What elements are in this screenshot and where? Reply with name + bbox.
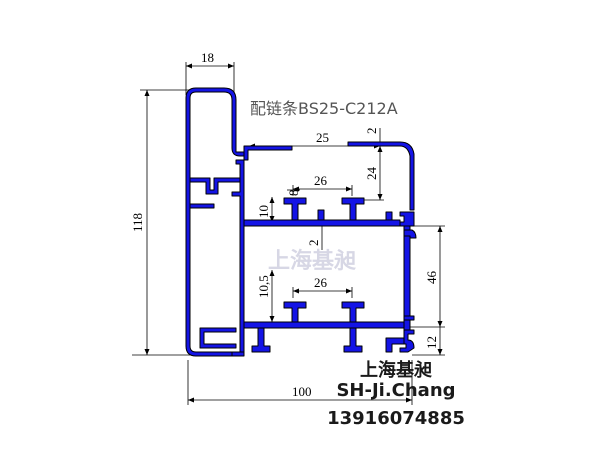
lower-t-slot-right (341, 301, 365, 323)
dim-bottom-12: 12 (424, 336, 439, 349)
dim-top-flange: 18 (201, 50, 214, 65)
column-inner-wall (231, 159, 245, 353)
right-wall (403, 225, 411, 331)
right-bottom-hook (399, 329, 415, 353)
dim-total-width: 100 (292, 384, 312, 399)
lower-divider (243, 321, 405, 329)
dim-slot-spacing-lower: 26 (314, 275, 328, 290)
bottom-foot-2 (343, 327, 363, 353)
dim-gap-2: 2 (306, 240, 321, 247)
right-upper-wall (399, 211, 415, 227)
top-cap (243, 145, 293, 161)
dim-inner-25: 25 (316, 130, 329, 145)
watermark-text: 上海基昶 (268, 248, 357, 274)
bottom-base (231, 351, 245, 357)
right-upper-hook (403, 229, 417, 239)
dim-wall-2: 2 (364, 128, 379, 135)
company-phone: 13916074885 (327, 408, 465, 429)
dim-tab-8: 8 (286, 190, 301, 197)
dim-lip-10-5: 10,5 (256, 275, 271, 298)
column-bottom-slot (199, 327, 237, 349)
upper-nub (317, 209, 325, 221)
upper-t-slot-left (283, 197, 307, 221)
upper-t-slot-right (341, 197, 365, 221)
dim-height-24: 24 (364, 167, 379, 181)
column-t-notch-lower (189, 203, 215, 209)
column-t-notch (189, 177, 241, 195)
bottom-foot-1 (251, 327, 271, 353)
upper-nub-right (385, 211, 393, 221)
dim-lip-10: 10 (256, 205, 271, 218)
dimension-arrows (144, 63, 443, 403)
dim-slot-spacing-upper: 26 (314, 173, 328, 188)
drawing-title: 配链条BS25-C212A (250, 99, 398, 118)
dim-height-46: 46 (424, 271, 439, 285)
top-cap-right (347, 141, 415, 211)
lower-t-slot-left (283, 301, 307, 323)
right-mid-notch (403, 315, 415, 321)
left-column (185, 87, 245, 357)
company-english: SH-Ji.Chang (336, 380, 456, 401)
upper-divider (243, 219, 401, 227)
company-name: 上海基昶 (360, 360, 432, 381)
aluminium-profile (185, 87, 417, 357)
dim-total-height: 118 (130, 213, 145, 232)
